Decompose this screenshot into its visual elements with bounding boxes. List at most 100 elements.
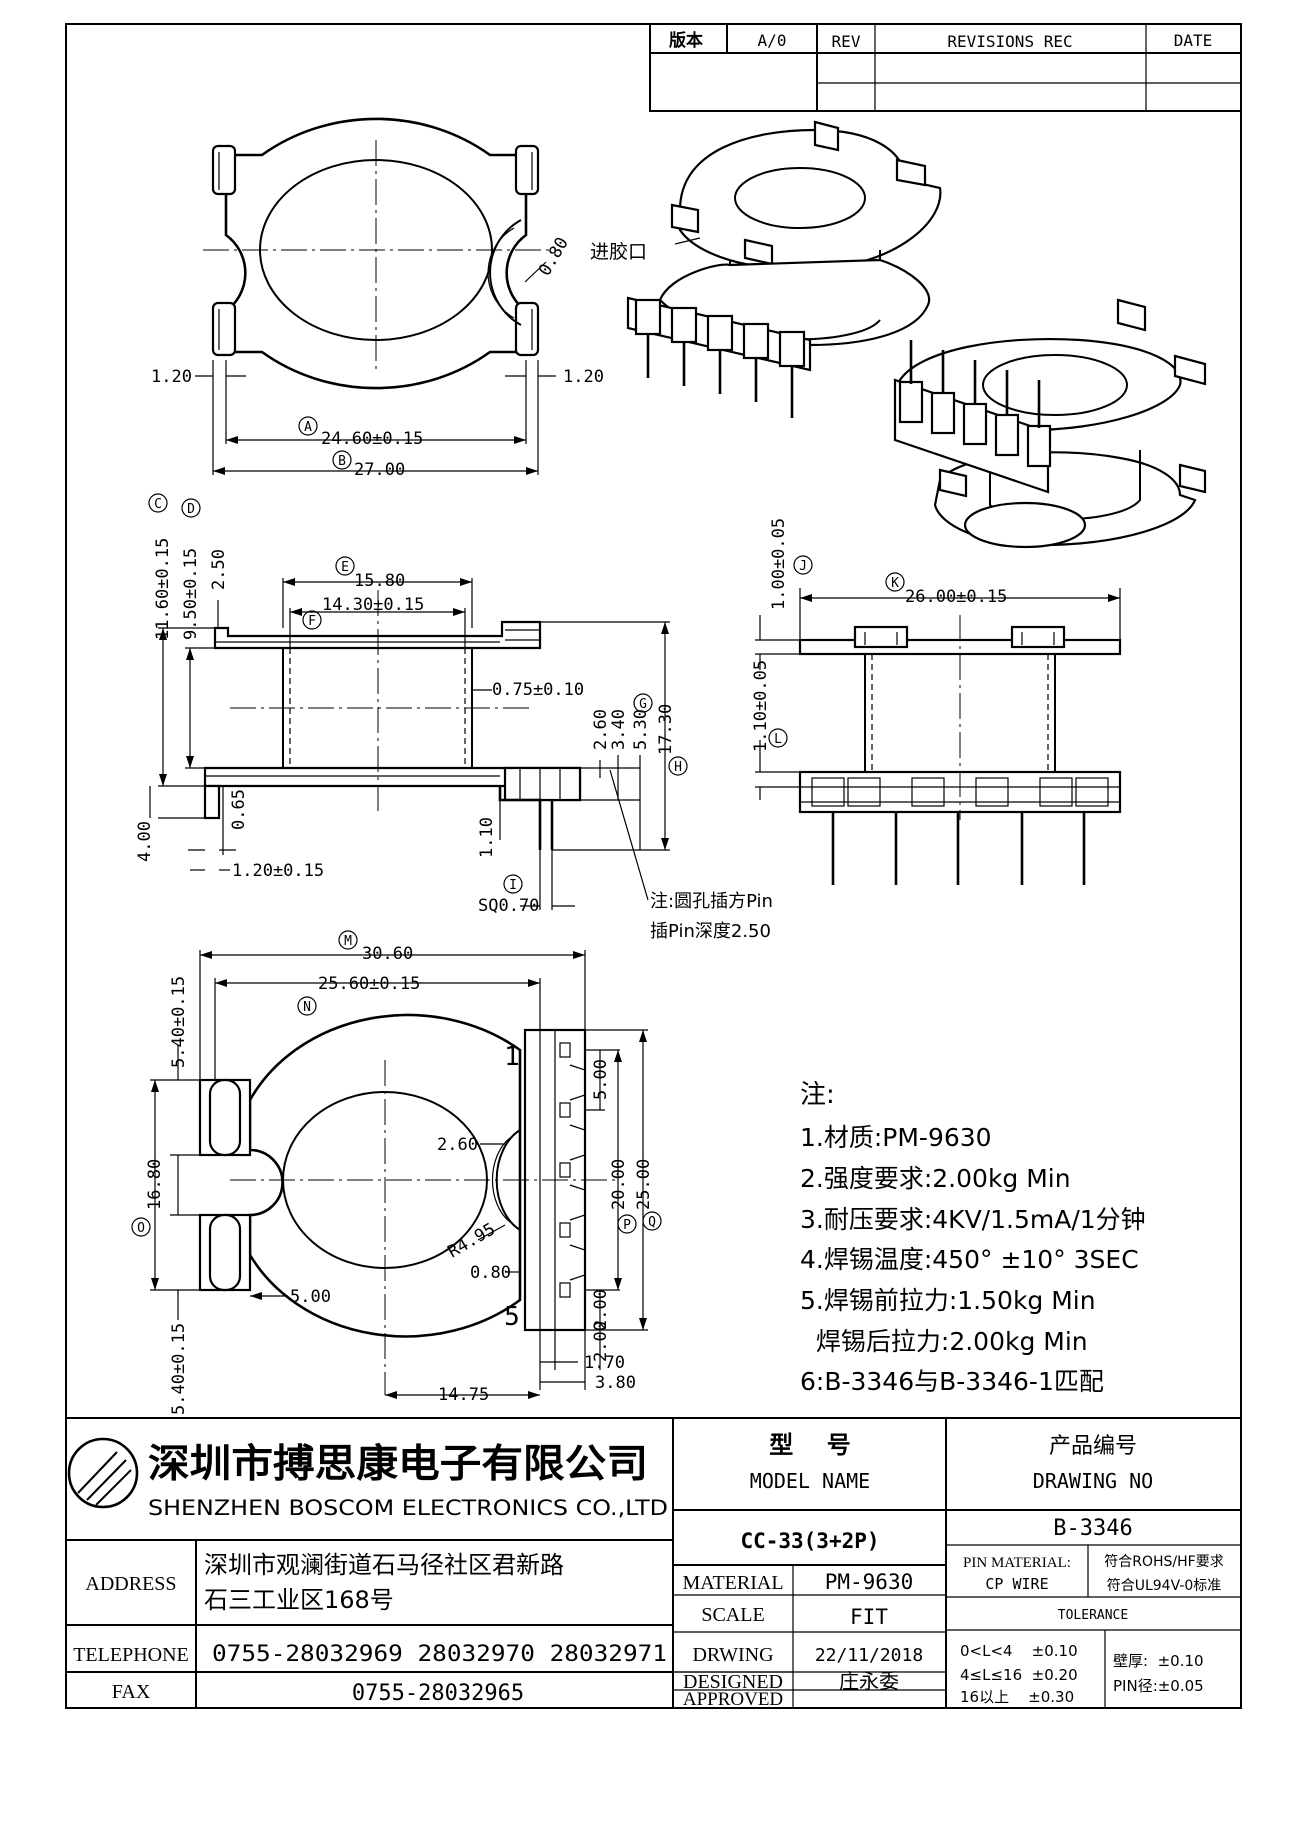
callout-b: B [338, 454, 346, 469]
dim-flange-width: 15.80 [354, 571, 405, 591]
company-logo [67, 1437, 139, 1509]
side-view: 11.60±0.15 9.50±0.15 2.50 C D E 15.80 F … [135, 493, 773, 942]
designed-value: 庄永委 [839, 1669, 899, 1693]
dim-total-height: 11.60±0.15 [153, 538, 173, 640]
address-label: ADDRESS [85, 1573, 176, 1595]
tolerance-1: 0<L<4 ±0.10 [960, 1642, 1078, 1660]
address-line2: 石三工业区168号 [204, 1586, 394, 1614]
dim-2-00-a: 2.00 [591, 1289, 611, 1330]
callout-j: J [799, 559, 807, 574]
dim-width-outer: 27.00 [354, 460, 405, 480]
pin-material-label: PIN MATERIAL: [963, 1555, 1071, 1571]
callout-d: D [187, 502, 195, 517]
telephone-label: TELEPHONE [73, 1644, 189, 1666]
dim-0-80-bottom: 0.80 [470, 1263, 511, 1283]
callout-p: P [623, 1218, 631, 1233]
scale-label: SCALE [701, 1604, 764, 1626]
dim-1-00: 1.00±0.05 [769, 518, 789, 610]
dim-5-40-top: 5.40±0.15 [169, 976, 189, 1068]
date-label: DATE [1174, 31, 1213, 50]
version-label: 版本 [669, 30, 703, 51]
callout-m: M [344, 934, 352, 949]
company-name-cn: 深圳市搏思康电子有限公司 [148, 1442, 648, 1487]
dim-5-30: 5.30 [631, 709, 651, 750]
dim-1-10: 1.10 [477, 817, 497, 858]
callout-a: A [304, 420, 312, 435]
dim-tube-width: 14.30±0.15 [322, 595, 424, 615]
dim-slot-radius: 0.80 [535, 234, 573, 279]
callout-k: K [891, 576, 899, 591]
note-2: 2.强度要求:2.00kg Min [800, 1164, 1071, 1193]
dim-5-40-bot: 5.40±0.15 [169, 1323, 189, 1415]
iso-view-1: 进胶口 [590, 120, 942, 418]
note-1: 1.材质:PM-9630 [800, 1123, 992, 1152]
designed-label: DESIGNED [683, 1671, 783, 1693]
drawing-date-label: DRWING [692, 1644, 773, 1666]
dim-17-30: 17.30 [656, 704, 676, 755]
dim-0-65: 0.65 [229, 789, 249, 830]
version-value: A/0 [758, 31, 787, 50]
pin-1: 1 [504, 1042, 520, 1072]
dim-flange-gap: 9.50±0.15 [181, 548, 201, 640]
dim-right-tab: 1.20 [563, 367, 604, 387]
drawing-label-en: DRAWING NO [1033, 1469, 1153, 1493]
top-view: 1.20 1.20 0.80 A 24.60±0.15 B 27.00 [151, 117, 604, 480]
callout-g: G [639, 697, 647, 712]
callout-n: N [303, 1000, 311, 1015]
scale-value: FIT [850, 1605, 888, 1629]
callout-c: C [154, 497, 162, 512]
note-3: 3.耐压要求:4KV/1.5mA/1分钟 [800, 1205, 1146, 1234]
gate-label: 进胶口 [590, 241, 647, 263]
dim-1-10-front: 1.10±0.05 [751, 660, 771, 752]
model-label-en: MODEL NAME [750, 1469, 870, 1493]
dim-20-00: 20.00 [609, 1159, 629, 1210]
tolerance-2: 4≤L≤16 ±0.20 [960, 1666, 1078, 1684]
tolerance-label: TOLERANCE [1058, 1608, 1128, 1623]
callout-h: H [674, 760, 682, 775]
dim-2-60: 2.60 [591, 709, 611, 750]
dim-left-tab: 1.20 [151, 367, 192, 387]
dim-5-00-left: 5.00 [290, 1287, 331, 1307]
material-label: MATERIAL [682, 1572, 783, 1594]
callout-l: L [774, 732, 782, 747]
company-name-en: SHENZHEN BOSCOM ELECTRONICS CO.,LTD [148, 1496, 668, 1520]
dim-wall: 0.75±0.10 [492, 680, 584, 700]
rev-label: REV [832, 32, 861, 51]
callout-f: F [308, 614, 316, 629]
note-5b: 焊锡后拉力:2.00kg Min [800, 1327, 1088, 1356]
dim-width: 26.00±0.15 [905, 587, 1007, 607]
dim-5-00-pitch: 5.00 [591, 1059, 611, 1100]
material-value: PM-9630 [825, 1570, 914, 1594]
dim-top-flange: 2.50 [209, 549, 229, 590]
callout-q: Q [648, 1215, 656, 1230]
address-line1: 深圳市观澜街道石马径社区君新路 [204, 1551, 564, 1579]
dim-3-80: 3.80 [595, 1373, 636, 1393]
note-6: 6:B-3346与B-3346-1匹配 [800, 1367, 1104, 1396]
dim-base: 1.20±0.15 [232, 861, 324, 881]
bottom-view: 1 5 M 30.60 25.60±0.15 N 5.40±0.15 5.40±… [131, 930, 662, 1415]
dim-pin: SQ0.70 [478, 896, 539, 916]
model-label-cn: 型 号 [769, 1431, 850, 1459]
dim-14-75: 14.75 [438, 1385, 489, 1405]
note-4: 4.焊锡温度:450° ±10° 3SEC [800, 1245, 1139, 1274]
dim-2-00-b: 2.00 [591, 1321, 611, 1362]
dim-width-inner: 24.60±0.15 [321, 429, 423, 449]
dim-4-00: 4.00 [135, 821, 155, 862]
note-line2: 插Pin深度2.50 [650, 921, 771, 942]
notes: 注: 1.材质:PM-9630 2.强度要求:2.00kg Min 3.耐压要求… [800, 1080, 1146, 1396]
callout-o: O [137, 1221, 145, 1236]
approved-label: APPROVED [683, 1689, 783, 1710]
dim-inner: 25.60±0.15 [318, 974, 420, 994]
callout-e: E [341, 560, 349, 575]
pin-5: 5 [504, 1302, 520, 1332]
dim-25-00: 25.00 [634, 1159, 654, 1210]
dim-1-70: 1.70 [584, 1353, 625, 1373]
pin-tolerance: PIN径:±0.05 [1113, 1677, 1204, 1695]
iso-view-2 [893, 298, 1207, 549]
telephone-value: 0755-28032969 28032970 28032971 [212, 1642, 667, 1667]
revision-table: 版本 A/0 REV REVISIONS REC DATE [649, 23, 1242, 112]
wall-tolerance: 壁厚: ±0.10 [1113, 1652, 1204, 1670]
callout-i: I [509, 878, 517, 893]
dim-overall: 30.60 [362, 944, 413, 964]
